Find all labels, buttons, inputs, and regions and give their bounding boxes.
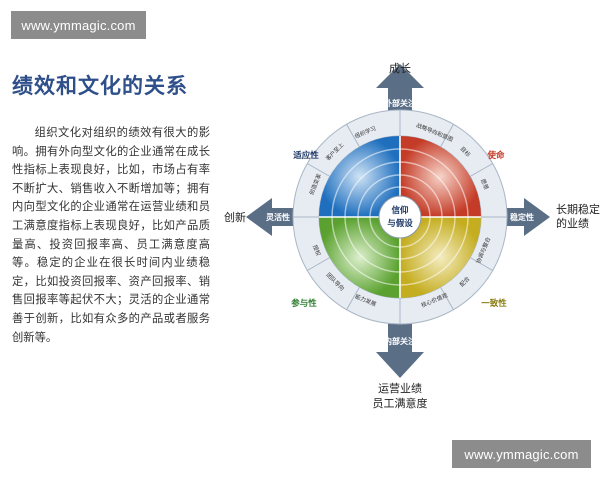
outer-label-bottom-line1: 运营业绩 <box>378 381 422 395</box>
culture-wheel: 信仰 与假设 创造变革 客户至上 组织学习 战略导向和意图 目标 愿景 协调与整… <box>292 109 508 325</box>
segment-dividers <box>293 110 507 324</box>
page-title: 绩效和文化的关系 <box>12 73 188 98</box>
outer-label-bottom-line2: 员工满意度 <box>373 396 428 410</box>
body-paragraph: 组织文化对组织的绩效有很大的影响。拥有外向型文化的企业通常在成长性指标上表现良好… <box>12 126 210 344</box>
watermark-bottom: www.ymmagic.com <box>452 440 591 468</box>
quadrant-label-bottom-right: 一致性 <box>481 298 507 309</box>
quadrant-label-top-left: 适应性 <box>293 150 319 161</box>
quadrant-top-right <box>400 136 481 217</box>
segment-label: 愿景 <box>479 178 490 191</box>
arrow-label-right: 稳定性 <box>510 212 534 222</box>
watermark-top: www.ymmagic.com <box>11 11 146 39</box>
arrow-up <box>376 64 424 112</box>
quadrant-top-left <box>319 136 400 217</box>
quadrant-label-top-right: 使命 <box>486 150 505 161</box>
center-label-line2: 与假设 <box>387 218 413 229</box>
arrow-right <box>500 198 550 236</box>
quadrant-bottom-left <box>319 217 400 298</box>
arrow-label-left: 灵活性 <box>265 212 290 222</box>
outer-label-top: 成长 <box>389 62 411 75</box>
arrow-left <box>246 198 300 236</box>
arrow-down <box>376 322 424 378</box>
direction-arrows <box>246 64 550 378</box>
quadrant-labels: 适应性 使命 参与性 一致性 <box>291 150 507 309</box>
center-label-line1: 信仰 <box>391 205 409 216</box>
arrow-label-up: 外部关注 <box>384 98 416 108</box>
arrow-labels: 外部关注 内部关注 灵活性 稳定性 <box>265 98 534 346</box>
center-circle <box>378 195 422 239</box>
culture-performance-diagram: 信仰 与假设 创造变革 客户至上 组织学习 战略导向和意图 目标 愿景 协调与整… <box>224 62 600 410</box>
outer-label-right-line2: 的业绩 <box>556 216 589 230</box>
quadrant-bottom-right <box>400 217 481 298</box>
outer-labels: 成长 创新 长期稳定 的业绩 运营业绩 员工满意度 <box>224 62 600 410</box>
outer-label-right-line1: 长期稳定 <box>556 202 600 216</box>
outer-label-left: 创新 <box>224 210 246 224</box>
segment-label: 授权 <box>311 244 323 258</box>
quadrant-label-bottom-left: 参与性 <box>291 298 317 309</box>
arrow-label-down: 内部关注 <box>384 336 416 346</box>
